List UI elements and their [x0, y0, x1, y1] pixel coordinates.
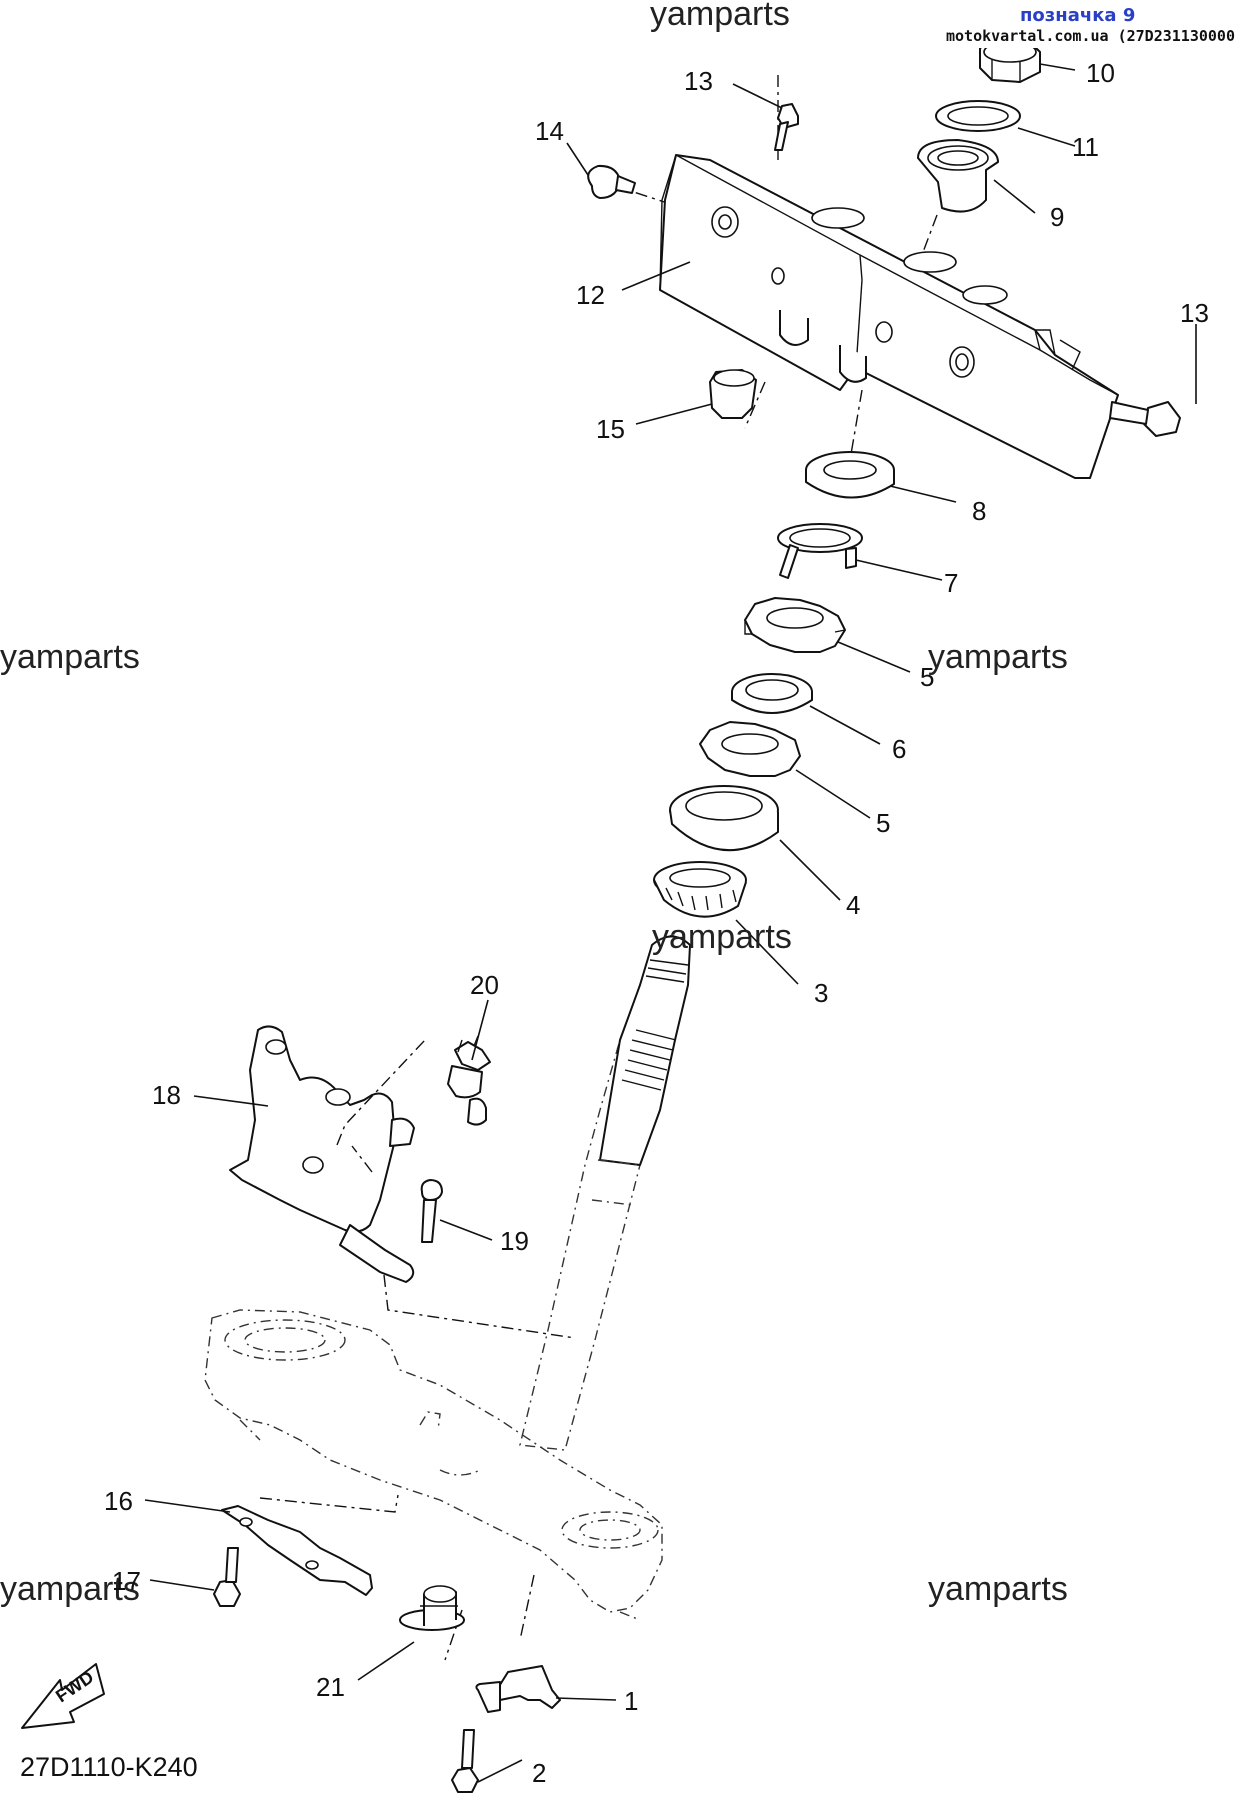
callout-14: 14: [535, 116, 564, 146]
callout-18: 18: [152, 1080, 181, 1110]
callout-5: 5: [876, 808, 890, 838]
callout-labels: 10 13 11 14 9 12 13 15 8 7 5 6 5 4 3 20 …: [104, 58, 1209, 1788]
ring-nut-part-5-lower: [699, 721, 801, 777]
callout-10: 10: [1086, 58, 1115, 88]
bolt-part-19: [420, 1179, 443, 1243]
source-tag: позначка 9 motokvartal.com.ua (27D231130…: [938, 5, 1236, 48]
watermark: yamparts: [928, 638, 1068, 676]
collar-part-9: [917, 139, 999, 213]
callout-15: 15: [596, 414, 625, 444]
clamp-part-1: [475, 1665, 561, 1713]
callout-20: 20: [470, 970, 499, 1000]
watermarks: yamparts yamparts yamparts yamparts yamp…: [0, 0, 1068, 1608]
watermark: yamparts: [0, 1570, 140, 1608]
tapered-bearing-part-3: [653, 861, 747, 918]
callout-19: 19: [500, 1226, 529, 1256]
callout-9: 9: [1050, 202, 1064, 232]
forward-arrow: FWD: [21, 1663, 105, 1729]
ring-part-8: [805, 451, 895, 499]
washer-part-11: [935, 100, 1021, 132]
watermark: yamparts: [928, 1570, 1068, 1608]
callout-4: 4: [846, 890, 860, 920]
watermark: yamparts: [650, 0, 790, 33]
callout-21: 21: [316, 1672, 345, 1702]
callout-13: 13: [684, 66, 713, 96]
callout-6: 6: [892, 734, 906, 764]
callout-3: 3: [814, 978, 828, 1008]
callout-8: 8: [972, 496, 986, 526]
callout-13: 13: [1180, 298, 1209, 328]
callout-16: 16: [104, 1486, 133, 1516]
callout-7: 7: [944, 568, 958, 598]
watermark: yamparts: [0, 638, 140, 676]
callout-11: 11: [1072, 132, 1099, 162]
cap-nut-part-15: [709, 369, 757, 419]
tag-title: позначка 9: [1020, 5, 1135, 26]
diagram-code: 27D1110-K240: [20, 1752, 198, 1782]
callout-17: 17: [112, 1566, 141, 1596]
screw-part-14: [587, 164, 636, 199]
watermark: yamparts: [652, 918, 792, 956]
under-bracket: [204, 1309, 663, 1661]
collar-part-21: [399, 1585, 465, 1631]
callout-1: 1: [624, 1686, 638, 1716]
lock-washer-part-7: [777, 523, 863, 579]
upper-bracket-part-12: [659, 154, 1119, 479]
bracket-part-18: [229, 1025, 576, 1339]
bearing-race-part-4: [669, 785, 779, 852]
plate-part-16: [221, 1505, 373, 1596]
tag-source: motokvartal.com.ua (27D231130000): [946, 27, 1236, 45]
bolt-part-13-right: [1109, 401, 1181, 437]
steering-stem: [519, 934, 691, 1451]
bolt-part-13-top: [774, 103, 799, 151]
leader-lines: [144, 63, 1197, 1783]
steering-nut-part-10: [979, 37, 1041, 83]
washer-part-6: [731, 673, 813, 714]
bolt-part-2: [451, 1729, 479, 1793]
clamp-part-20: [447, 1035, 491, 1126]
callout-12: 12: [576, 280, 605, 310]
callout-2: 2: [532, 1758, 546, 1788]
callout-5: 5: [920, 662, 934, 692]
bolt-part-17: [213, 1547, 241, 1607]
ring-nut-part-5-upper: [744, 597, 846, 653]
